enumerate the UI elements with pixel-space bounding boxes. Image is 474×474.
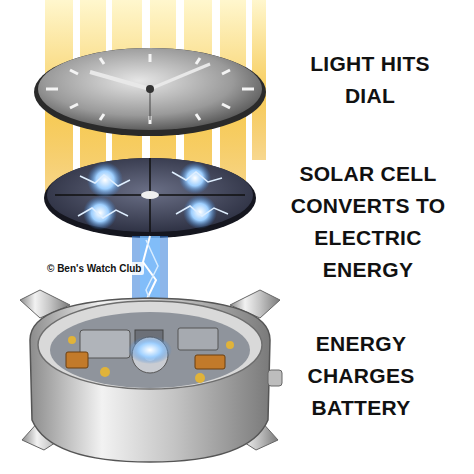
step-label: SOLAR CELL CONVERTS TO ELECTRIC ENERGY: [268, 158, 468, 286]
watch-case: [20, 290, 282, 462]
step-label: LIGHT HITS DIAL: [290, 48, 450, 112]
watch-dial: [34, 48, 266, 136]
step-label: ENERGY CHARGES BATTERY: [296, 328, 426, 424]
watermark: © Ben's Watch Club: [44, 262, 144, 275]
solar-cell: [44, 158, 256, 238]
